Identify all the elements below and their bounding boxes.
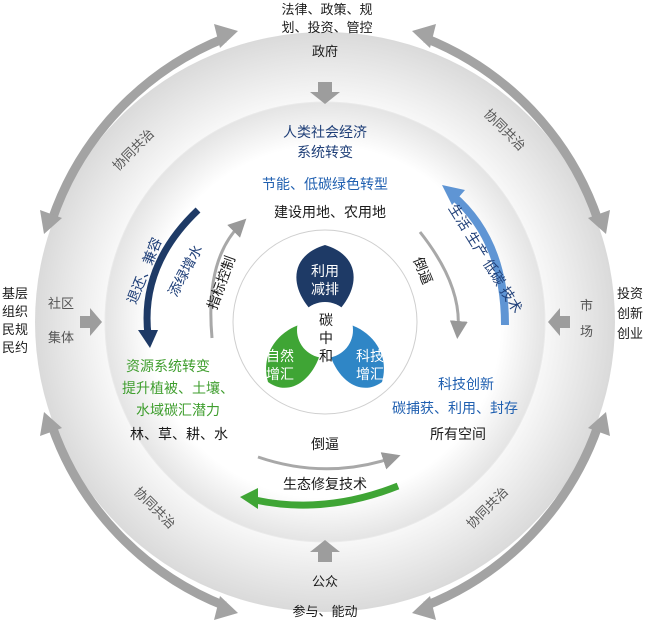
left-text-line3: 民规 bbox=[2, 323, 29, 338]
outer-cooperation-arrows bbox=[47, 33, 603, 611]
right-text-line1: 投资 bbox=[617, 287, 644, 302]
grey-arrow-right-pressure bbox=[418, 231, 468, 339]
market-label-line2: 场 bbox=[580, 325, 594, 340]
government-label: 政府 bbox=[311, 45, 339, 60]
arrowhead-bottom-right-a bbox=[588, 412, 610, 436]
market-label-line1: 市 bbox=[580, 299, 594, 314]
arrowhead-top-left-a bbox=[214, 24, 238, 48]
grey-arrow-index-control bbox=[209, 218, 247, 339]
tech-innovation-label: 科技创新 bbox=[438, 377, 494, 393]
arrowhead-top-right-a bbox=[412, 24, 436, 48]
arrowhead-top-left-b bbox=[40, 210, 62, 234]
right-text-line3: 创业 bbox=[617, 327, 644, 342]
navy-arrowhead bbox=[138, 330, 158, 348]
public-participation: 参与、能动 bbox=[292, 605, 358, 620]
arrowhead-bottom-left-a bbox=[40, 412, 62, 436]
petal-utilization bbox=[296, 245, 354, 322]
green-arrowhead bbox=[240, 488, 258, 509]
society-title-line1: 人类社会经济 bbox=[283, 125, 367, 141]
vegetation-soil-label: 提升植被、土壤、 bbox=[122, 381, 234, 397]
right-text-line2: 创新 bbox=[617, 307, 644, 322]
resource-system-label: 资源系统转变 bbox=[126, 359, 210, 375]
community-label-line2: 集体 bbox=[48, 331, 75, 346]
outer-arrow-heads bbox=[40, 24, 610, 620]
left-text-line2: 组织 bbox=[2, 305, 29, 320]
arc-top-right bbox=[423, 33, 603, 222]
petal-left-line1: 自然 bbox=[266, 349, 294, 365]
water-sink-label: 水域碳汇潜力 bbox=[136, 403, 220, 419]
core-char-1: 碳 bbox=[319, 313, 333, 329]
all-space-label: 所有空间 bbox=[430, 427, 486, 443]
arrowhead-bottom-left-b bbox=[214, 596, 238, 620]
public-label: 公众 bbox=[311, 575, 339, 590]
arrow-from-public bbox=[310, 540, 340, 562]
petal-right-line2: 增汇 bbox=[356, 367, 384, 383]
petal-left-line2: 增汇 bbox=[266, 367, 294, 383]
navy-arrow-left bbox=[143, 207, 201, 336]
arc-top-left bbox=[47, 33, 227, 222]
forest-grass-label: 林、草、耕、水 bbox=[130, 427, 228, 443]
left-text-line4: 民约 bbox=[2, 341, 29, 356]
society-title-line2: 系统转变 bbox=[297, 145, 353, 161]
land-use-label: 建设用地、农用地 bbox=[274, 205, 386, 221]
blue-arrowhead bbox=[442, 185, 465, 205]
gov-tools-line1: 法律、政策、规 bbox=[281, 3, 373, 18]
arrow-from-community bbox=[80, 308, 102, 336]
arc-bottom-right bbox=[423, 424, 603, 611]
gov-tools-line2: 划、投资、管控 bbox=[281, 21, 373, 36]
petal-top-line2: 减排 bbox=[311, 282, 339, 298]
arrowhead-top-right-b bbox=[588, 210, 610, 234]
green-arrow-eco bbox=[254, 482, 400, 509]
core-char-3: 和 bbox=[319, 349, 333, 365]
inward-arrows bbox=[80, 82, 570, 562]
energy-saving-label: 节能、低碳绿色转型 bbox=[262, 177, 388, 193]
blue-arrow-right bbox=[449, 191, 509, 326]
eco-restore-label: 生态修复技术 bbox=[283, 477, 367, 493]
petal-top-line1: 利用 bbox=[311, 264, 339, 280]
arc-bottom-left bbox=[47, 424, 227, 611]
arrow-from-market bbox=[548, 308, 570, 336]
arrowhead-bottom-right-b bbox=[412, 596, 436, 620]
petal-right-line1: 科技 bbox=[356, 349, 384, 365]
grey-arrow-bottom-pressure bbox=[257, 452, 401, 471]
community-label-line1: 社区 bbox=[48, 297, 75, 312]
left-text-line1: 基层 bbox=[2, 287, 29, 302]
carbon-capture-label: 碳捕获、利用、封存 bbox=[392, 401, 518, 417]
core-circle bbox=[297, 302, 353, 358]
core-char-2: 中 bbox=[319, 331, 333, 347]
arrow-from-government bbox=[310, 82, 340, 104]
pressure-label-bottom: 倒逼 bbox=[311, 437, 339, 453]
center-trefoil bbox=[266, 245, 384, 388]
